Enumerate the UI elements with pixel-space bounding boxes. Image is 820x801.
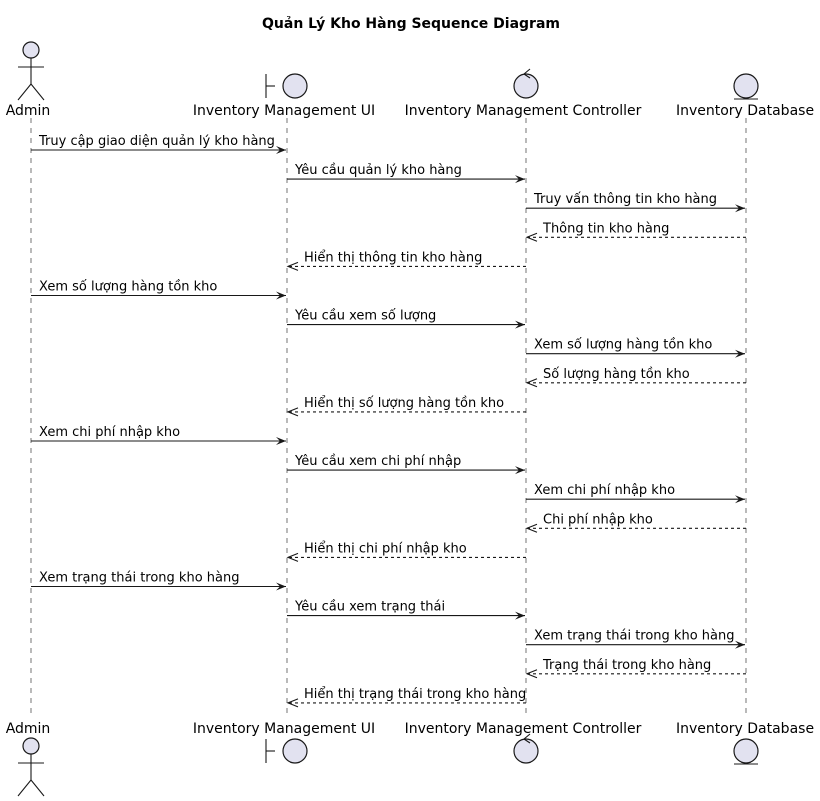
arrow-head-filled [276, 582, 286, 591]
arrow-head-filled [735, 640, 745, 649]
participant-ctrl-bottom: Inventory Management Controller [405, 721, 642, 764]
arrow-head-filled [515, 175, 525, 184]
actor-icon [17, 737, 45, 797]
diagram-title: Quản Lý Kho Hàng Sequence Diagram [262, 16, 560, 32]
message-label: Yêu cầu quản lý kho hàng [294, 163, 462, 178]
message-17: Yêu cầu xem trạng thái [287, 600, 525, 620]
arrow-head-filled [735, 349, 745, 358]
message-label: Xem chi phí nhập kho [534, 483, 675, 498]
message-label: Xem số lượng hàng tồn kho [39, 280, 217, 295]
message-label: Thông tin kho hàng [542, 221, 669, 236]
control-icon [513, 68, 539, 99]
arrow-head-filled [735, 204, 745, 213]
participant-label: Inventory Management Controller [405, 103, 642, 119]
message-label: Yêu cầu xem số lượng [294, 309, 436, 324]
message-label: Chi phí nhập kho [543, 512, 653, 527]
message-label: Yêu cầu xem trạng thái [294, 600, 445, 615]
message-16: Xem trạng thái trong kho hàng [31, 571, 286, 591]
message-18: Xem trạng thái trong kho hàng [526, 629, 745, 649]
arrow-head-open [286, 261, 299, 271]
message-4: Thông tin kho hàng [525, 221, 746, 242]
arrow-head-open [525, 232, 538, 242]
participant-admin-top: Admin [6, 41, 51, 119]
arrow-head-filled [276, 291, 286, 300]
arrow-head-filled [515, 466, 525, 475]
arrow-head-filled [515, 611, 525, 620]
message-6: Xem số lượng hàng tồn kho [31, 280, 286, 300]
arrow-head-filled [276, 146, 286, 154]
message-label: Xem trạng thái trong kho hàng [39, 571, 239, 586]
message-label: Xem chi phí nhập kho [39, 425, 180, 440]
actor-icon [17, 41, 45, 101]
message-3: Truy vấn thông tin kho hàng [526, 192, 745, 213]
arrow-head-open [525, 523, 538, 533]
message-5: Hiển thị thông tin kho hàng [286, 250, 526, 271]
arrow-head-open [525, 378, 538, 388]
arrow-head-open [286, 698, 299, 708]
message-label: Truy vấn thông tin kho hàng [533, 192, 717, 207]
message-label: Hiển thị trạng thái trong kho hàng [304, 687, 526, 702]
arrow-head-open [286, 407, 299, 417]
participant-label: Inventory Management Controller [405, 721, 642, 737]
participant-ctrl-top: Inventory Management Controller [405, 68, 642, 119]
participant-ui-bottom: Inventory Management UI [193, 721, 375, 764]
participant-db-top: Inventory Database [676, 73, 814, 119]
message-label: Truy cập giao diện quản lý kho hàng [38, 134, 275, 149]
message-12: Yêu cầu xem chi phí nhập [287, 454, 525, 475]
boundary-icon [265, 73, 308, 99]
message-14: Chi phí nhập kho [525, 512, 746, 533]
message-label: Số lượng hàng tồn kho [543, 367, 690, 382]
message-10: Hiển thị số lượng hàng tồn kho [286, 396, 526, 417]
participant-label: Admin [6, 103, 51, 119]
arrow-head-open [525, 669, 538, 679]
arrow-head-filled [735, 495, 745, 504]
message-label: Hiển thị chi phí nhập kho [304, 541, 467, 556]
participant-label: Inventory Database [676, 721, 814, 737]
lifelines [30, 118, 747, 718]
participant-label: Admin [6, 721, 51, 737]
message-13: Xem chi phí nhập kho [526, 483, 745, 504]
participant-label: Inventory Management UI [193, 721, 375, 737]
message-label: Xem số lượng hàng tồn kho [534, 338, 712, 353]
message-15: Hiển thị chi phí nhập kho [286, 541, 526, 562]
arrow-head-filled [515, 320, 525, 329]
message-8: Xem số lượng hàng tồn kho [526, 338, 745, 358]
control-icon [513, 733, 539, 764]
message-label: Yêu cầu xem chi phí nhập [294, 454, 461, 469]
participant-label: Inventory Management UI [193, 103, 375, 119]
message-11: Xem chi phí nhập kho [31, 425, 286, 445]
message-2: Yêu cầu quản lý kho hàng [287, 163, 525, 184]
participant-label: Inventory Database [676, 103, 814, 119]
message-label: Hiển thị số lượng hàng tồn kho [304, 396, 504, 411]
entity-icon [733, 73, 759, 100]
arrow-head-open [286, 552, 299, 562]
message-20: Hiển thị trạng thái trong kho hàng [286, 687, 526, 708]
message-9: Số lượng hàng tồn kho [525, 367, 746, 388]
participant-db-bottom: Inventory Database [676, 721, 814, 765]
message-19: Trạng thái trong kho hàng [525, 658, 746, 679]
message-label: Trạng thái trong kho hàng [542, 658, 711, 673]
participant-admin-bottom: Admin [6, 721, 51, 797]
entity-icon [733, 738, 759, 765]
arrow-head-filled [276, 437, 286, 445]
message-7: Yêu cầu xem số lượng [287, 309, 525, 329]
boundary-icon [265, 738, 308, 764]
participant-ui-top: Inventory Management UI [193, 73, 375, 119]
message-1: Truy cập giao diện quản lý kho hàng [31, 134, 286, 154]
message-label: Hiển thị thông tin kho hàng [304, 250, 482, 265]
message-label: Xem trạng thái trong kho hàng [534, 629, 734, 644]
